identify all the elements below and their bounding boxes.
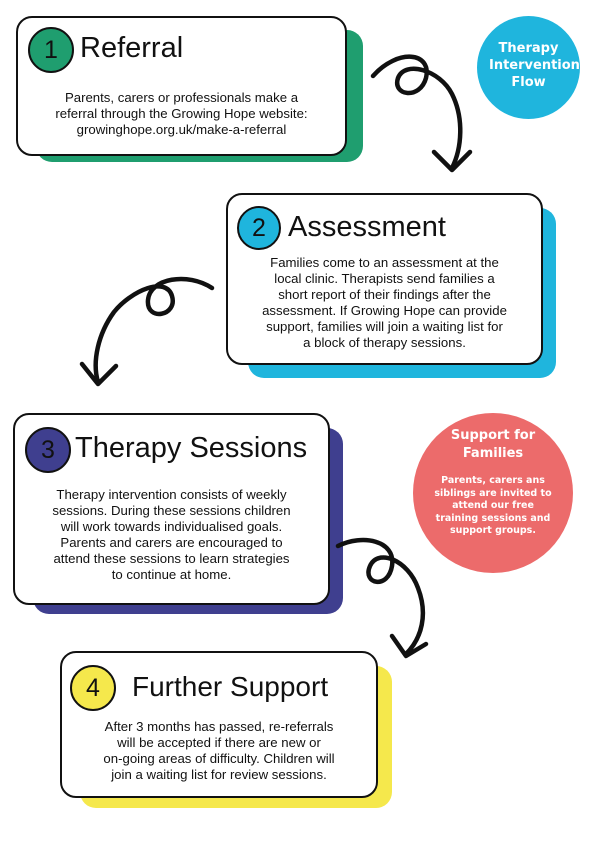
step-4-number-badge: 4 — [70, 665, 116, 711]
step-2-number: 2 — [252, 214, 266, 242]
step-1-number: 1 — [44, 36, 58, 64]
step-3-number-badge: 3 — [25, 427, 71, 473]
therapy-intervention-flow-bubble: Therapy Intervention Flow — [477, 16, 580, 119]
curly-arrow-icon — [335, 537, 429, 659]
step-3-number: 3 — [41, 436, 55, 464]
step-4-line: join a waiting list for review sessions. — [111, 767, 327, 782]
step-2-line: Families come to an assessment at the — [270, 255, 499, 270]
step-4-number: 4 — [86, 674, 100, 702]
step-4-description: After 3 months has passed, re-referrals … — [66, 719, 372, 783]
step-3-line: Therapy intervention consists of weekly — [56, 487, 287, 502]
step-3-line: will work towards individualised goals. — [60, 519, 283, 534]
step-3-line: Parents and carers are encouraged to — [60, 535, 283, 550]
step-1-line: growinghope.org.uk/make-a-referral — [76, 122, 287, 137]
step-4-line: After 3 months has passed, re-referrals — [104, 719, 334, 734]
step-2-line: local clinic. Therapists send families a — [274, 271, 495, 286]
step-2-line: assessment. If Growing Hope can provide — [262, 303, 507, 318]
step-3-line: attend these sessions to learn strategie… — [53, 551, 290, 566]
step-4-line: on-going areas of difficulty. Children w… — [103, 751, 335, 766]
step-3-title: Therapy Sessions — [75, 432, 308, 464]
step-3-line: to continue at home. — [111, 567, 232, 582]
step-4-line: will be accepted if there are new or — [117, 735, 321, 750]
step-2-line: a block of therapy sessions. — [303, 335, 466, 350]
step-2-description: Families come to an assessment at the lo… — [232, 255, 537, 351]
step-3-description: Therapy intervention consists of weekly … — [19, 487, 324, 583]
curly-arrow-icon — [370, 54, 473, 173]
step-1-line: referral through the Growing Hope websit… — [55, 106, 308, 121]
step-3-line: sessions. During these sessions children — [52, 503, 291, 518]
step-1-line: Parents, carers or professionals make a — [64, 90, 299, 105]
step-1-description: Parents, carers or professionals make a … — [24, 90, 339, 138]
step-4-title: Further Support — [132, 671, 329, 702]
step-2-title: Assessment — [288, 211, 446, 243]
support-for-families-bubble: Support for Families Parents, carers ans… — [413, 413, 573, 573]
step-2-number-badge: 2 — [237, 206, 281, 250]
step-1-title: Referral — [80, 32, 184, 64]
step-4-card: 4 Further Support After 3 months has pas… — [60, 651, 378, 798]
step-1-number-badge: 1 — [28, 27, 74, 73]
step-2-card: 2 Assessment Families come to an assessm… — [226, 193, 543, 365]
support-for-families-title: Support for Families — [450, 428, 536, 461]
step-2-line: support, families will join a waiting li… — [266, 319, 503, 334]
step-3-card: 3 Therapy Sessions Therapy intervention … — [13, 413, 330, 605]
step-1-card: 1 Referral Parents, carers or profession… — [16, 16, 347, 156]
step-2-line: short report of their findings after the — [278, 287, 491, 302]
support-for-families-text: Parents, carers ans siblings are invited… — [434, 475, 552, 536]
curly-arrow-icon — [79, 276, 215, 387]
therapy-intervention-flow-label: Therapy Intervention Flow — [489, 41, 580, 90]
